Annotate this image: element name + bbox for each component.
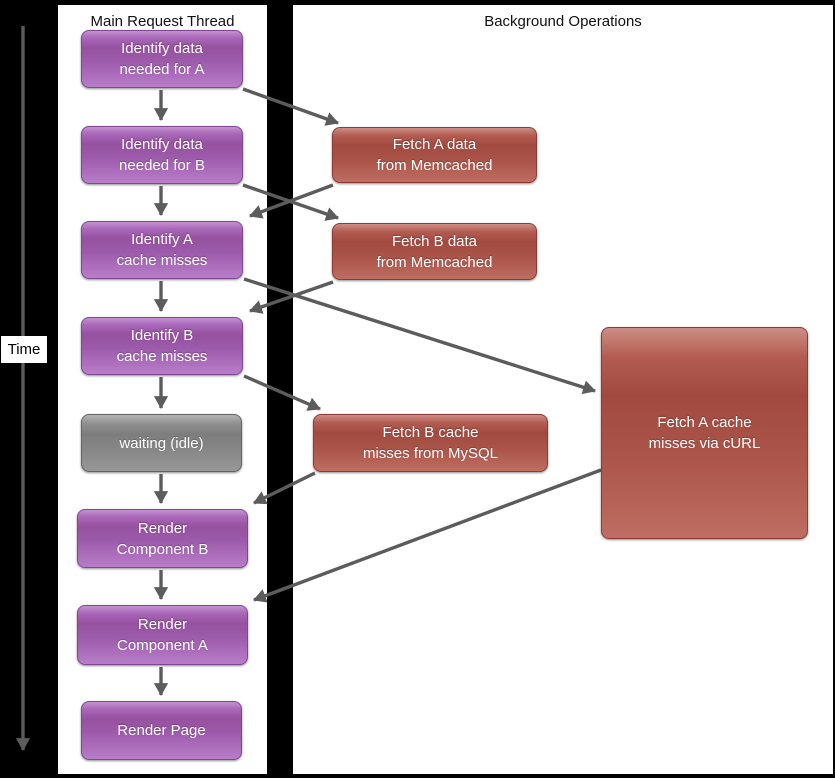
identify-data-b-node-label-line: needed for B <box>119 157 205 174</box>
waiting-idle-node: waiting (idle) <box>81 414 242 472</box>
fetch-b-cache-mysql-node: Fetch B cache misses from MySQL <box>313 414 548 472</box>
waiting-idle-node-label-line: waiting (idle) <box>119 434 204 452</box>
background-operations-lane-title: Background Operations <box>484 13 642 30</box>
identify-data-b-node: Identify data needed for B <box>81 126 243 184</box>
fetch-a-data-memcached-node-label-line: Fetch A data <box>392 136 477 153</box>
fetch-b-data-memcached-node-label-line: from Memcached <box>376 253 493 271</box>
fetch-b-data-memcached-node-label-line: Fetch B data <box>391 232 478 250</box>
identify-b-cache-misses-node-label-line: Identify B <box>130 327 194 344</box>
fetch-a-data-memcached-node: Fetch A data from Memcached <box>332 127 537 183</box>
fetch-b-data-memcached-node: Fetch B data from Memcached <box>332 223 537 280</box>
time-axis-label: Time <box>1 336 47 363</box>
fetch-a-cache-curl-node-label-line: Fetch A cache <box>657 414 752 431</box>
identify-data-b-node-label-line: Identify data <box>121 136 203 153</box>
fetch-b-cache-mysql-node-label-line: misses from MySQL <box>362 445 498 462</box>
identify-data-a-node-label-line: Identify data <box>121 40 203 57</box>
render-page-node: Render Page <box>81 701 242 760</box>
render-page-node-label-line: Render Page <box>117 722 206 739</box>
fetch-a-cache-curl-node: Fetch A cache misses via cURL <box>601 327 808 539</box>
identify-data-a-node: Identify data needed for A <box>81 30 243 88</box>
identify-data-a-node-label-line: needed for A <box>119 61 205 78</box>
identify-a-cache-misses-node: Identify A cache misses <box>81 221 243 279</box>
render-component-b-node-label-line: Render <box>137 519 188 537</box>
identify-b-cache-misses-node: Identify B cache misses <box>81 317 243 375</box>
fetch-a-data-memcached-node-label-line: from Memcached <box>376 157 493 174</box>
identify-b-cache-misses-node-label-line: cache misses <box>116 348 208 365</box>
fetch-a-cache-curl-node-label-line: misses via cURL <box>648 435 761 452</box>
identify-a-cache-misses-node-label-line: cache misses <box>116 252 208 269</box>
render-component-b-node-label-line: Component B <box>116 540 209 558</box>
identify-a-cache-misses-node-label-line: Identify A <box>131 231 193 248</box>
render-component-a-node-label-line: Component A <box>117 637 208 654</box>
main-request-thread-lane-title: Main Request Thread <box>90 13 235 30</box>
render-component-a-node-label-line: Render <box>137 616 188 633</box>
fetch-b-cache-mysql-node-label-line: Fetch B cache <box>382 424 479 441</box>
